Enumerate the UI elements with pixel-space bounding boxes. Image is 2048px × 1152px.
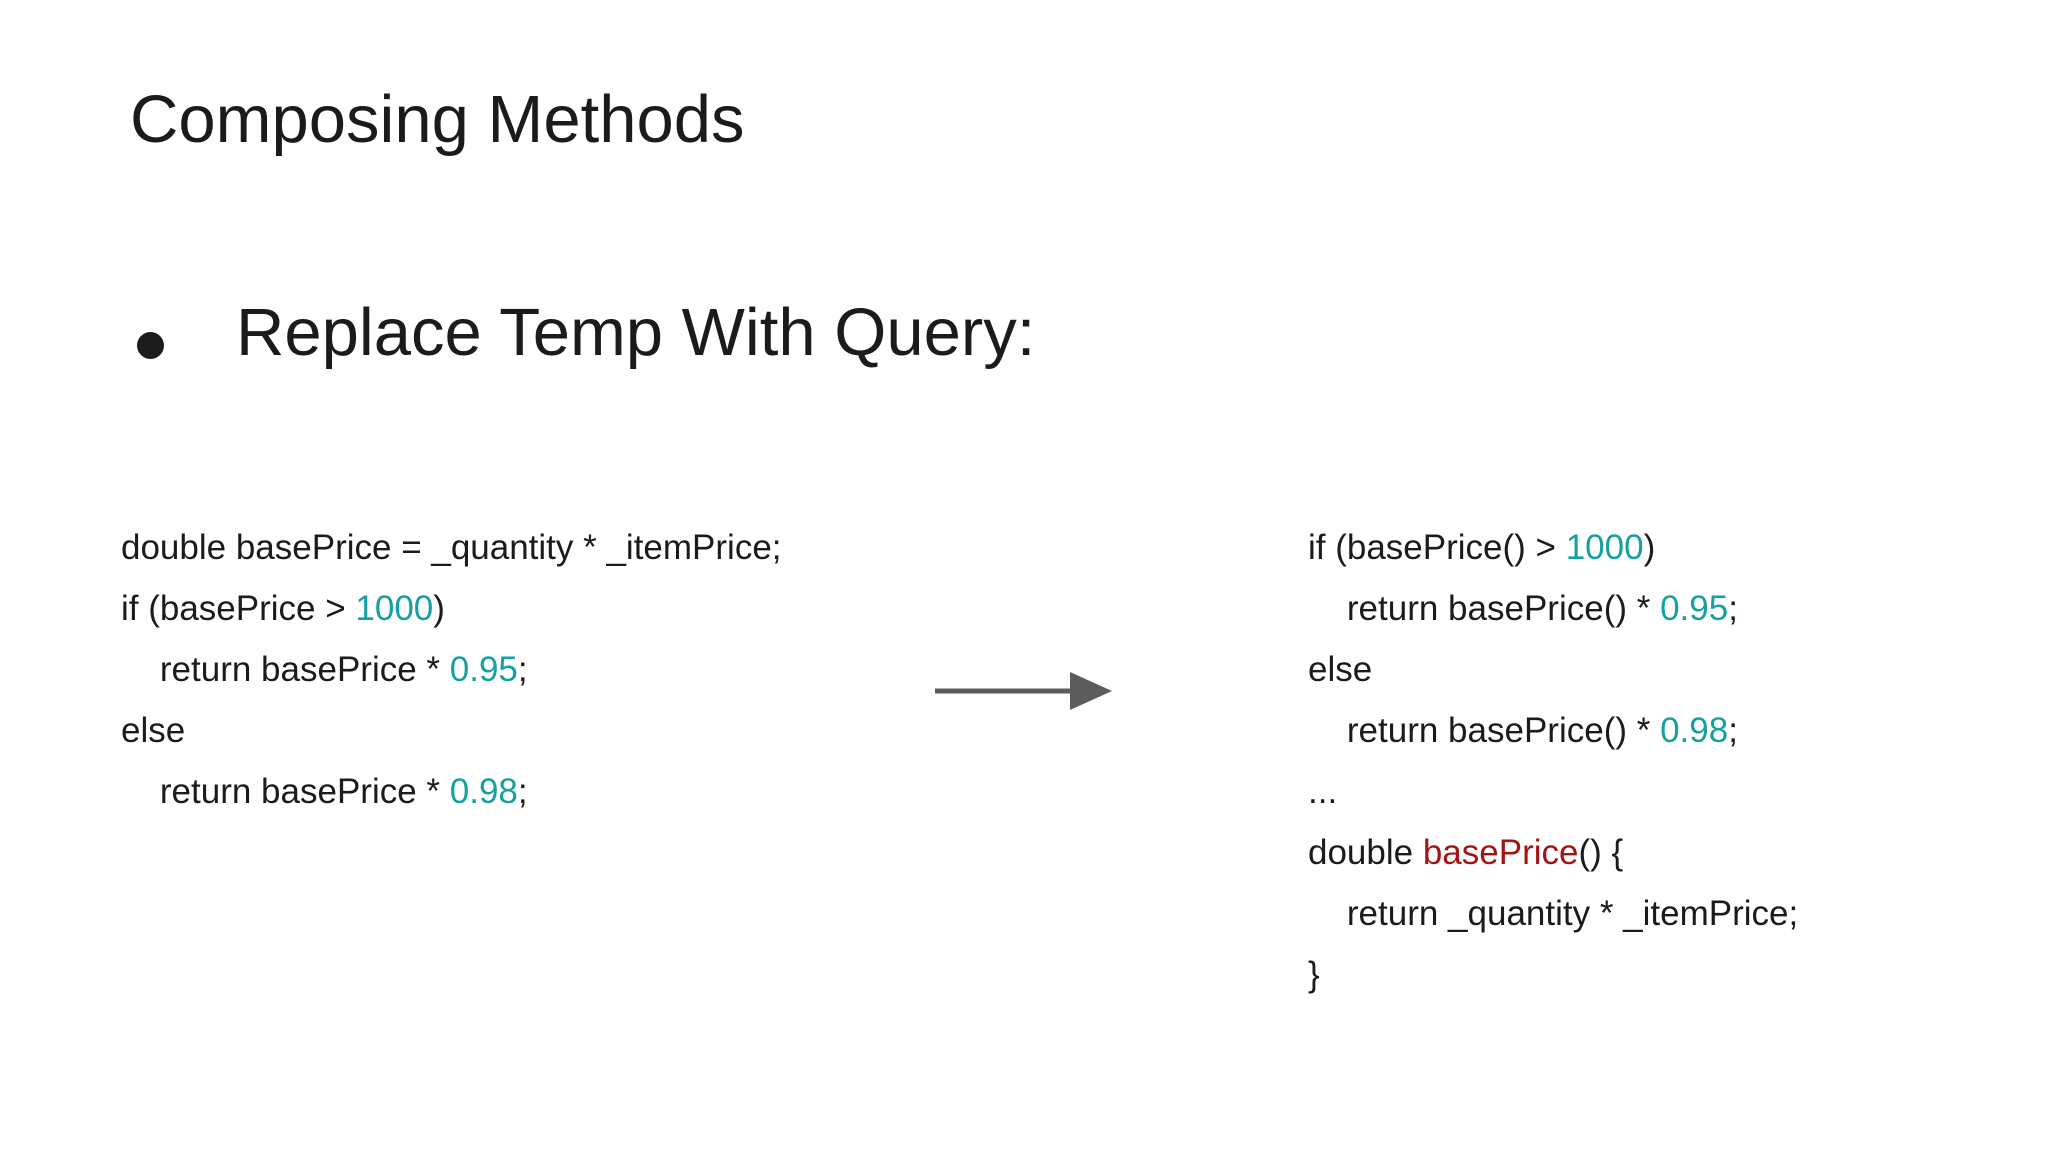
code-block-after: if (basePrice() > 1000) return basePrice… xyxy=(1308,517,1798,1005)
code-line: else xyxy=(1308,639,1798,700)
code-line: else xyxy=(121,700,782,761)
code-token: double xyxy=(1308,833,1423,872)
code-token: return _quantity * _itemPrice; xyxy=(1308,894,1799,933)
code-line: if (basePrice() > 1000) xyxy=(1308,517,1798,578)
code-token: return basePrice * xyxy=(121,772,450,811)
code-token: return basePrice * xyxy=(121,650,450,689)
slide-title: Composing Methods xyxy=(130,82,745,157)
code-token: ; xyxy=(1728,589,1738,628)
bullet-item-replace-temp-with-query: Replace Temp With Query: xyxy=(236,295,1036,370)
code-token-method: basePrice xyxy=(1422,833,1579,872)
code-token-number: 1000 xyxy=(1565,528,1644,567)
code-line: return basePrice() * 0.98; xyxy=(1308,700,1798,761)
code-token: ... xyxy=(1308,772,1338,811)
code-line: return basePrice * 0.98; xyxy=(121,761,782,822)
code-line: return basePrice() * 0.95; xyxy=(1308,578,1798,639)
code-token: } xyxy=(1308,955,1320,994)
code-token: else xyxy=(121,711,186,750)
right-arrow-icon xyxy=(933,659,1118,723)
code-token: () { xyxy=(1578,833,1624,872)
code-block-before: double basePrice = _quantity * _itemPric… xyxy=(121,517,782,822)
code-token: double basePrice = _quantity * _itemPric… xyxy=(121,528,782,567)
code-token: ) xyxy=(1643,528,1656,567)
code-token-number: 0.95 xyxy=(1660,589,1729,628)
code-token-number: 0.98 xyxy=(449,772,518,811)
code-token: ) xyxy=(433,589,445,628)
code-token: ; xyxy=(517,772,528,811)
code-token: ; xyxy=(517,650,528,689)
code-line: ... xyxy=(1308,761,1798,822)
code-token: if (basePrice > xyxy=(121,589,356,628)
code-line: double basePrice = _quantity * _itemPric… xyxy=(121,517,782,578)
code-token: if (basePrice() > xyxy=(1308,528,1566,567)
code-token: return basePrice() * xyxy=(1308,589,1661,628)
code-token: return basePrice() * xyxy=(1308,711,1661,750)
code-line: double basePrice() { xyxy=(1308,822,1798,883)
code-line: } xyxy=(1308,944,1798,1005)
bullet-icon xyxy=(137,332,164,359)
code-token-number: 0.98 xyxy=(1660,711,1729,750)
code-token-number: 1000 xyxy=(355,589,434,628)
code-token-number: 0.95 xyxy=(449,650,518,689)
code-token: ; xyxy=(1728,711,1738,750)
code-line: return basePrice * 0.95; xyxy=(121,639,782,700)
code-token: else xyxy=(1308,650,1373,689)
code-line: if (basePrice > 1000) xyxy=(121,578,782,639)
code-line: return _quantity * _itemPrice; xyxy=(1308,883,1798,944)
